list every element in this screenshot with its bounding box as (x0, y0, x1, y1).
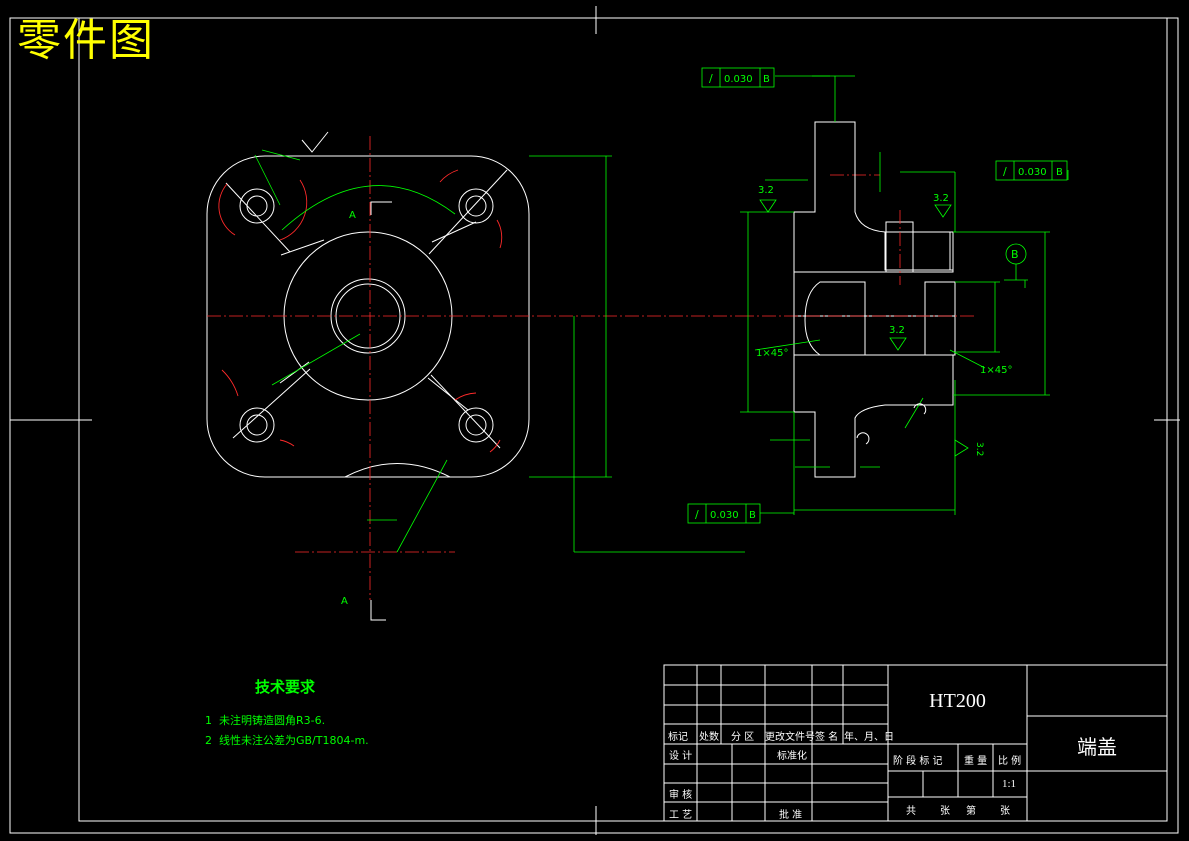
flange-outline (206, 155, 530, 478)
section-view: B 3.2 3.2 3.2 3.2 1×45° 1×45° (740, 75, 1069, 515)
tol-1-symbol: ∕ (709, 72, 713, 85)
tol-3-symbol: ∕ (695, 508, 699, 521)
scale-header: 比 例 (998, 756, 1022, 767)
sheet-num-prefix: 第 (966, 806, 976, 817)
tolerance-frame-1 (701, 67, 775, 88)
tol-2-datum: B (1056, 167, 1063, 178)
lower-hatch (793, 354, 954, 478)
rev-col-count: 处数 (699, 732, 719, 743)
datum-label: B (1011, 248, 1019, 261)
stage-mark-header: 阶 段 标 记 (893, 756, 943, 767)
tol-3-datum: B (749, 510, 756, 521)
tol-1-datum: B (763, 74, 770, 85)
tech-requirement-1: 1 未注明铸造圆角R3-6. (205, 714, 326, 727)
tech-requirements-title: 技术要求 (255, 678, 316, 696)
tol-1-value: 0.030 (724, 74, 753, 85)
title-block (663, 664, 1168, 822)
process-label: 工 艺 (669, 810, 693, 821)
roughness-a: 3.2 (758, 185, 774, 196)
standardization-label: 标准化 (777, 751, 807, 762)
tech-requirement-2: 2 线性未注公差为GB/T1804-m. (205, 734, 369, 747)
section-mark-bottom: A (341, 596, 348, 607)
approve-label: 批 准 (779, 810, 803, 821)
tol-3-value: 0.030 (710, 510, 739, 521)
part-name: 端盖 (1077, 735, 1117, 759)
page-title: 零件图 (17, 15, 155, 66)
roughness-c: 3.2 (889, 325, 905, 336)
weight-header: 重 量 (964, 756, 988, 767)
design-label: 设 计 (669, 751, 693, 762)
rev-col-date: 年、月、日 (844, 732, 894, 743)
tol-2-symbol: ∕ (1003, 165, 1007, 178)
upper-hatch (793, 121, 954, 273)
rev-col-sign: 签 名 (815, 732, 839, 743)
chamfer-left: 1×45° (756, 348, 788, 359)
tolerance-frame-3 (687, 503, 761, 524)
centering-marks (10, 6, 1180, 835)
rev-col-mark: 标记 (668, 732, 688, 743)
chamfer-right: 1×45° (980, 365, 1012, 376)
material-label: HT200 (929, 690, 986, 712)
sheet-total-suffix: 张 (940, 806, 950, 817)
rev-col-zone: 分 区 (731, 732, 755, 743)
sheet-num-suffix: 张 (1000, 806, 1010, 817)
section-mark-top: A (349, 210, 356, 221)
tol-2-value: 0.030 (1018, 167, 1047, 178)
review-label: 审 核 (669, 790, 693, 801)
rev-col-doc: 更改文件号 (765, 732, 815, 743)
roughness-d: 3.2 (974, 442, 984, 456)
sheet-info: 共 张 第 张 (888, 802, 1027, 820)
plan-view: A A (206, 131, 745, 621)
roughness-b: 3.2 (933, 193, 949, 204)
tolerance-frame-2 (995, 160, 1068, 181)
scale-value: 1:1 (1002, 778, 1017, 790)
sheet-total-prefix: 共 (906, 806, 916, 817)
